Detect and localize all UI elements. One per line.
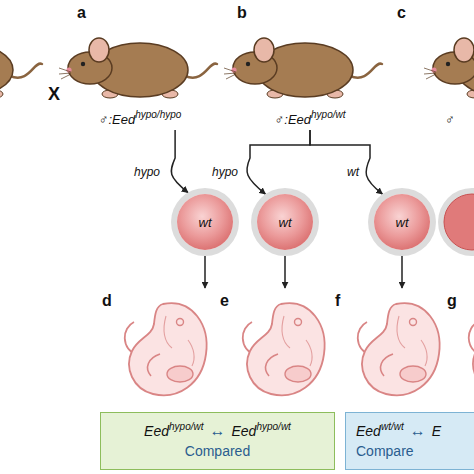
egg-cell: wt [177,194,233,250]
gene-name: Eed [232,423,257,439]
flow-arrow [401,256,403,288]
double-arrow: ↔ [210,422,226,439]
genotype-label: wt [199,215,212,230]
genotype-label: wt [279,215,292,230]
box-caption: Compare [356,443,414,459]
gene-name: Eed [356,423,381,439]
panel-letter: f [335,292,340,310]
gene-name: Eed [144,423,169,439]
embryo-panel: f [333,288,443,400]
text-row: Compare [356,441,414,461]
mouse-panel: b ♂:Eedhypo/wt [235,4,385,130]
embryo-panel: g [445,288,474,400]
genotype-label: wt [396,215,409,230]
genotype-row: ♂ [395,110,474,128]
genotype-label: ♂:Eed [99,112,136,127]
genotype-superscript: hypo/wt [169,421,203,432]
flow-arrow [204,256,206,288]
genotype-superscript: wt/wt [381,421,404,432]
panel-letter: d [102,292,112,310]
sperm-arrow [171,130,188,193]
cross-symbol: X [48,84,60,105]
flow-arrow [284,256,286,288]
genotype-superscript: hypo/wt [256,421,290,432]
panel-letter: b [237,4,247,22]
embryo-panel: e [218,288,330,400]
double-arrow: ↔ [410,422,426,439]
box-caption: Compared [185,443,250,459]
sperm-arrow [247,130,310,194]
panel-letter: e [220,292,229,310]
sperm-label: wt [347,165,359,179]
sperm-arrow [310,130,382,194]
text-row: Compared [185,441,250,461]
comparison-box: Eedwt/wt ↔ E Compare [345,412,474,470]
genotype-label: ♂ [445,112,455,127]
panel-letter: a [77,4,86,22]
genotype-superscript: hypo/hypo [135,109,181,120]
gene-name: E [432,423,441,439]
genotype-superscript: hypo/wt [311,109,345,120]
genotype-label: ♂:Eed [275,112,312,127]
embryo-panel: d [100,288,215,400]
egg-cell: wt [374,194,430,250]
comparison-box: Eedhypo/wt↔Eedhypo/wtCompared [100,412,335,470]
mouse-panel: c♂ [395,4,474,130]
text-row: Eedhypo/wt↔Eedhypo/wt [144,421,291,441]
genotype-row: ♂:Eedhypo/hypo [75,110,205,128]
panel-letter: g [447,292,457,310]
sperm-label: hypo [212,165,238,179]
genotype-row: ♂:Eedhypo/wt [235,110,385,128]
mouse-panel: a ♂:Eedhypo/hypo [75,4,205,130]
panel-letter: c [397,4,406,22]
sperm-label: hypo [134,165,160,179]
egg-cell: wt [257,194,313,250]
text-row: Eedwt/wt ↔ E [356,421,441,441]
